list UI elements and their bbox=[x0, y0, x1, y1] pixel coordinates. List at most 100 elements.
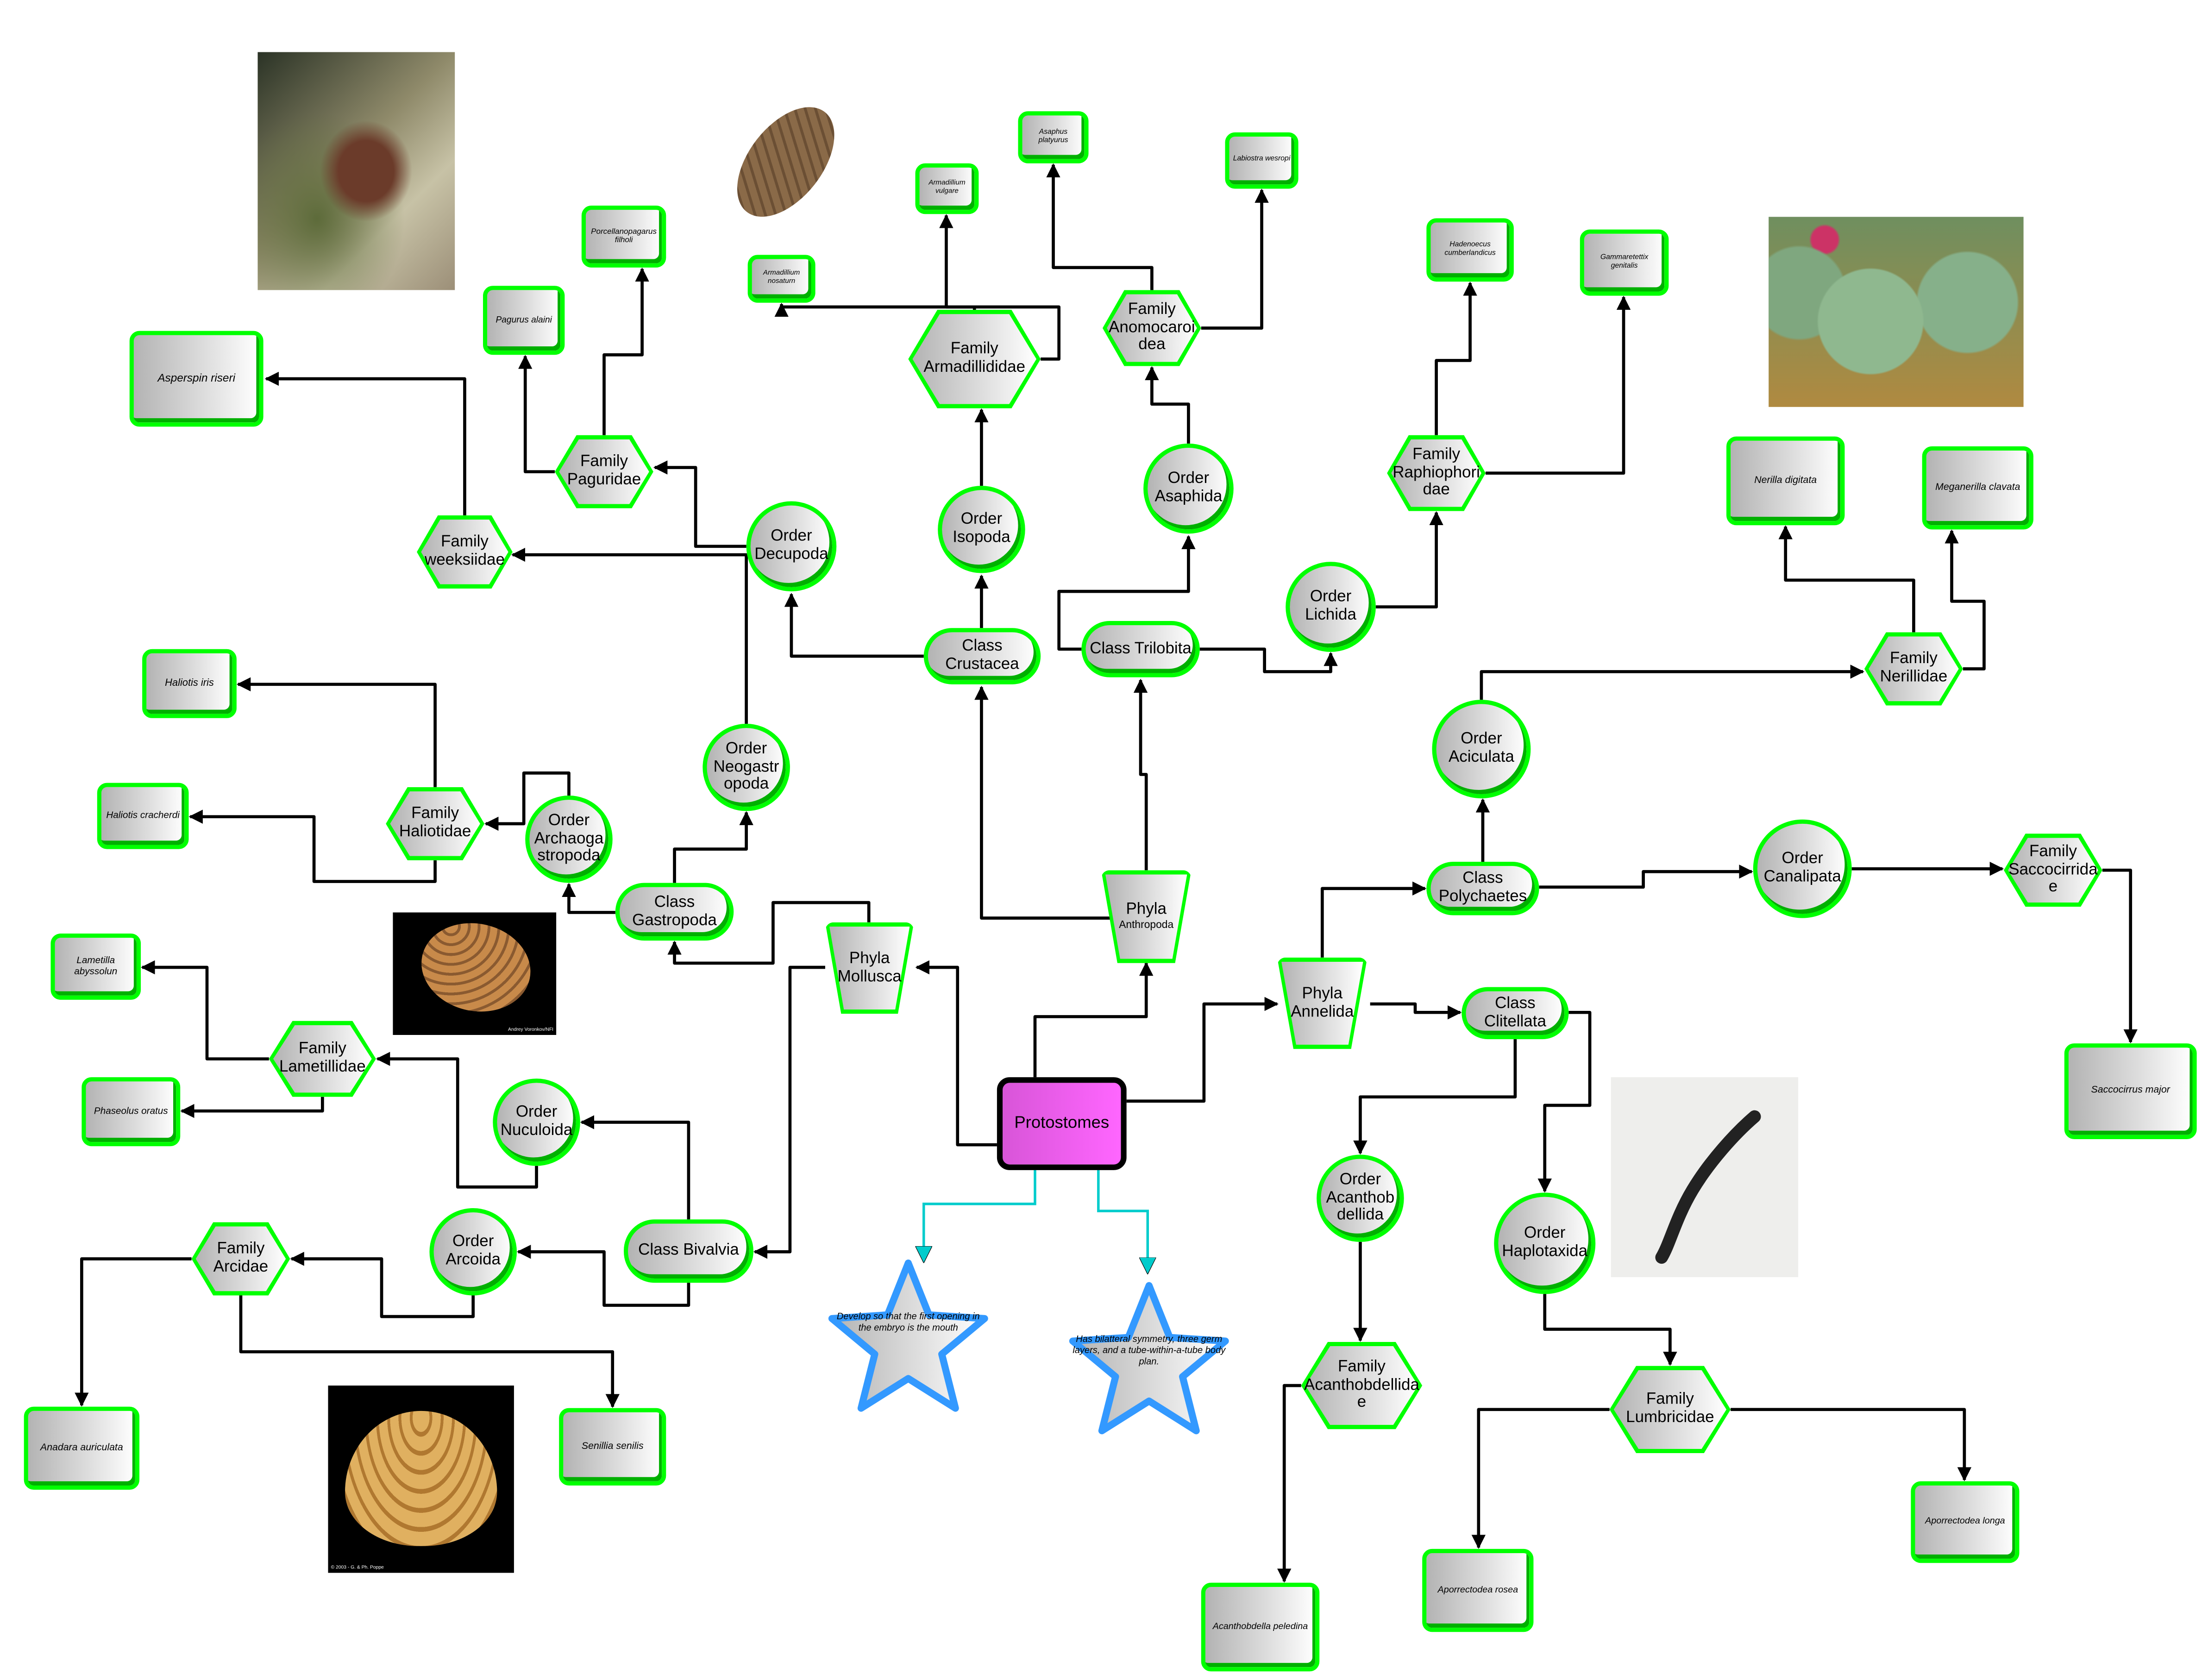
taxon-node-class-bivalvia[interactable]: Class Bivalvia bbox=[624, 1219, 753, 1283]
taxon-node-order-canalipata[interactable]: Order Canalipata bbox=[1753, 819, 1852, 918]
taxon-node-order-aciculata[interactable]: Order Aciculata bbox=[1432, 700, 1531, 799]
node-label: Order Arcoida bbox=[445, 1234, 501, 1269]
species-node-meganerilla-clavata[interactable]: Meganerilla clavata bbox=[1922, 446, 2033, 530]
taxon-node-order-neogastropoda[interactable]: Order Neogastropoda bbox=[703, 723, 790, 811]
clam-photo: Andrey Voronkov/NFI bbox=[393, 912, 557, 1035]
taxon-node-family-acanthobdellidae[interactable]: Family Acanthobdellidae bbox=[1301, 1341, 1423, 1429]
species-node-labiostra-wesropi[interactable]: Labiostra wesropi bbox=[1225, 132, 1298, 189]
node-label: Class Clitellata bbox=[1484, 995, 1546, 1030]
taxon-node-class-polychaetes[interactable]: Class Polychaetes bbox=[1426, 861, 1539, 915]
connector-arrow bbox=[1435, 282, 1477, 435]
species-node-aporrectodea-rosea[interactable]: Aporrectodea rosea bbox=[1422, 1548, 1534, 1632]
node-label: Order Aciculata bbox=[1448, 731, 1514, 766]
node-fill bbox=[559, 439, 649, 504]
node-label: Family Paguridae bbox=[567, 453, 641, 489]
node-label: Gammaretettix genitalis bbox=[1600, 253, 1649, 270]
connector-arrow bbox=[1471, 1408, 1610, 1549]
taxon-node-class-clitellata[interactable]: Class Clitellata bbox=[1462, 987, 1569, 1040]
taxon-node-family-anomocaroidea[interactable]: Family Anomocaroidea bbox=[1102, 290, 1201, 366]
node-label: Order Archaogastropoda bbox=[534, 812, 604, 865]
connector-arrow bbox=[939, 214, 1061, 361]
taxon-node-order-haplotaxida[interactable]: Order Haplotaxida bbox=[1494, 1192, 1596, 1294]
species-node-aporrectodea-longa[interactable]: Aporrectodea longa bbox=[1911, 1481, 2020, 1563]
species-node-anadara-auriculata[interactable]: Anadara auriculata bbox=[24, 1406, 140, 1490]
species-node-acanthobdella-peledina[interactable]: Acanthobdella peledina bbox=[1201, 1582, 1320, 1672]
node-label: Order Decupoda bbox=[754, 528, 828, 564]
taxon-node-order-lichida[interactable]: Order Lichida bbox=[1286, 562, 1376, 652]
note-connector-arrow bbox=[1097, 1170, 1148, 1273]
node-label: Porcellanopagarus filholi bbox=[591, 227, 657, 245]
species-node-phaseolus-oratus[interactable]: Phaseolus oratus bbox=[82, 1077, 181, 1147]
photo-credit: Andrey Voronkov/NFI bbox=[508, 1026, 554, 1032]
taxon-node-family-paguridae[interactable]: Family Paguridae bbox=[555, 435, 653, 508]
node-fill bbox=[390, 791, 480, 856]
species-node-lametilla-abyssolun[interactable]: Lametilla abyssolun bbox=[50, 934, 141, 1000]
connector-arrow bbox=[1486, 295, 1631, 475]
node-fill bbox=[1869, 636, 1959, 702]
taxon-node-family-haliotidae[interactable]: Family Haliotidae bbox=[386, 787, 485, 860]
node-label: Haliotis cracherdi bbox=[106, 810, 180, 821]
species-node-asaphus-platyurus[interactable]: Asaphus platyurus bbox=[1018, 111, 1089, 163]
species-node-senillia-senilis[interactable]: Senillia senilis bbox=[559, 1408, 666, 1486]
connector-arrow bbox=[1539, 865, 1753, 889]
taxon-node-order-nuculoida[interactable]: Order Nuculoida bbox=[493, 1078, 580, 1166]
node-label: Family Raphiophoridae bbox=[1393, 445, 1480, 499]
connector-arrow bbox=[1370, 1002, 1462, 1020]
connector-arrow bbox=[141, 960, 269, 1061]
connector-arrow bbox=[915, 960, 997, 1147]
taxon-node-order-decupoda[interactable]: Order Decupoda bbox=[746, 501, 837, 592]
taxon-node-order-acanthobdellida[interactable]: Order Acanthobdellida bbox=[1317, 1154, 1404, 1242]
root-node-protostomes[interactable]: Protostomes bbox=[997, 1077, 1127, 1170]
taxon-node-order-isopoda[interactable]: Order Isopoda bbox=[938, 486, 1025, 573]
connector-arrow bbox=[1731, 1408, 1972, 1481]
node-label: Lametilla abyssolun bbox=[74, 956, 118, 977]
taxon-node-family-lumbricidae[interactable]: Family Lumbricidae bbox=[1609, 1366, 1731, 1454]
taxon-node-family-arcidae[interactable]: Family Arcidae bbox=[191, 1222, 290, 1296]
species-node-haliotis-cracherdi[interactable]: Haliotis cracherdi bbox=[97, 783, 189, 849]
node-label: Family Saccocirridae bbox=[2008, 843, 2098, 896]
node-label: Order Haplotaxida bbox=[1502, 1225, 1588, 1260]
star-shape-icon bbox=[828, 1259, 988, 1412]
taxon-node-class-trilobita[interactable]: Class Trilobita bbox=[1081, 621, 1200, 677]
taxon-node-order-archaogastropoda[interactable]: Order Archaogastropoda bbox=[525, 796, 613, 883]
taxon-node-phyla-annelida[interactable]: Phyla Annelida bbox=[1277, 957, 1367, 1049]
taxon-node-order-arcoida[interactable]: Order Arcoida bbox=[429, 1208, 517, 1296]
species-node-pagurus-alaini[interactable]: Pagurus alaini bbox=[483, 286, 565, 355]
taxon-node-phyla-mollusca[interactable]: Phyla Mollusca bbox=[825, 922, 914, 1014]
node-fill bbox=[1107, 294, 1197, 362]
node-label: Anadara auriculata bbox=[40, 1442, 123, 1453]
species-node-nerilla-digitata[interactable]: Nerilla digitata bbox=[1726, 436, 1845, 526]
taxon-node-order-asaphida[interactable]: Order Asaphida bbox=[1143, 443, 1234, 534]
species-node-porcellanopagarus-filholi[interactable]: Porcellanopagarus filholi bbox=[581, 205, 666, 268]
species-node-asperspin-riseri[interactable]: Asperspin riseri bbox=[129, 331, 263, 427]
node-fill bbox=[912, 314, 1037, 404]
taxon-node-class-gastropoda[interactable]: Class Gastropoda bbox=[615, 883, 734, 941]
species-node-armadillium-nosaturn[interactable]: Armadillium nosaturn bbox=[747, 255, 815, 303]
taxon-node-family-armadillididae[interactable]: Family Armadillididae bbox=[908, 309, 1041, 408]
note-star-body-plan[interactable]: Has bilatteral symmetry, three germ laye… bbox=[1066, 1276, 1232, 1442]
taxon-node-family-weeksiidae[interactable]: Family weeksiidae bbox=[417, 515, 513, 589]
taxon-node-family-lametillidae[interactable]: Family Lametillidae bbox=[269, 1021, 376, 1097]
taxon-node-family-nerillidae[interactable]: Family Nerillidae bbox=[1864, 632, 1963, 706]
node-label: Order Neogastropoda bbox=[713, 740, 779, 794]
node-label: Saccocirrus major bbox=[2091, 1085, 2170, 1096]
taxon-node-family-saccocirridae[interactable]: Family Saccocirridae bbox=[2004, 834, 2102, 907]
taxon-node-family-raphiophoridae[interactable]: Family Raphiophoridae bbox=[1387, 435, 1486, 511]
node-fill bbox=[1281, 961, 1363, 1045]
photo-credit: © 2003 - G. & Ph. Poppe bbox=[331, 1564, 384, 1570]
node-label: Acanthobdella peledina bbox=[1212, 1622, 1308, 1632]
note-connector-arrow bbox=[924, 1170, 1036, 1262]
node-label: Order Asaphida bbox=[1154, 470, 1223, 506]
connector-arrow bbox=[1126, 997, 1279, 1103]
species-node-saccocirrus-major[interactable]: Saccocirrus major bbox=[2064, 1043, 2197, 1140]
taxon-node-class-crustacea[interactable]: Class Crustacea bbox=[923, 628, 1041, 684]
note-star-mouth[interactable]: Develop so that the first opening in the… bbox=[825, 1253, 991, 1419]
species-node-hadenoecus-cumberlandicus[interactable]: Hadenoecus cumberlandicus bbox=[1426, 218, 1514, 282]
node-label: Aporrectodea longa bbox=[1925, 1517, 2005, 1527]
connector-arrow bbox=[1133, 678, 1148, 871]
species-node-armadillium-vulgare[interactable]: Armadillium vulgare bbox=[915, 163, 979, 214]
species-node-gammaretettix-genitalis[interactable]: Gammaretettix genitalis bbox=[1580, 229, 1669, 296]
node-label: Order Canalipata bbox=[1763, 851, 1841, 886]
species-node-haliotis-iris[interactable]: Haliotis iris bbox=[142, 649, 237, 718]
